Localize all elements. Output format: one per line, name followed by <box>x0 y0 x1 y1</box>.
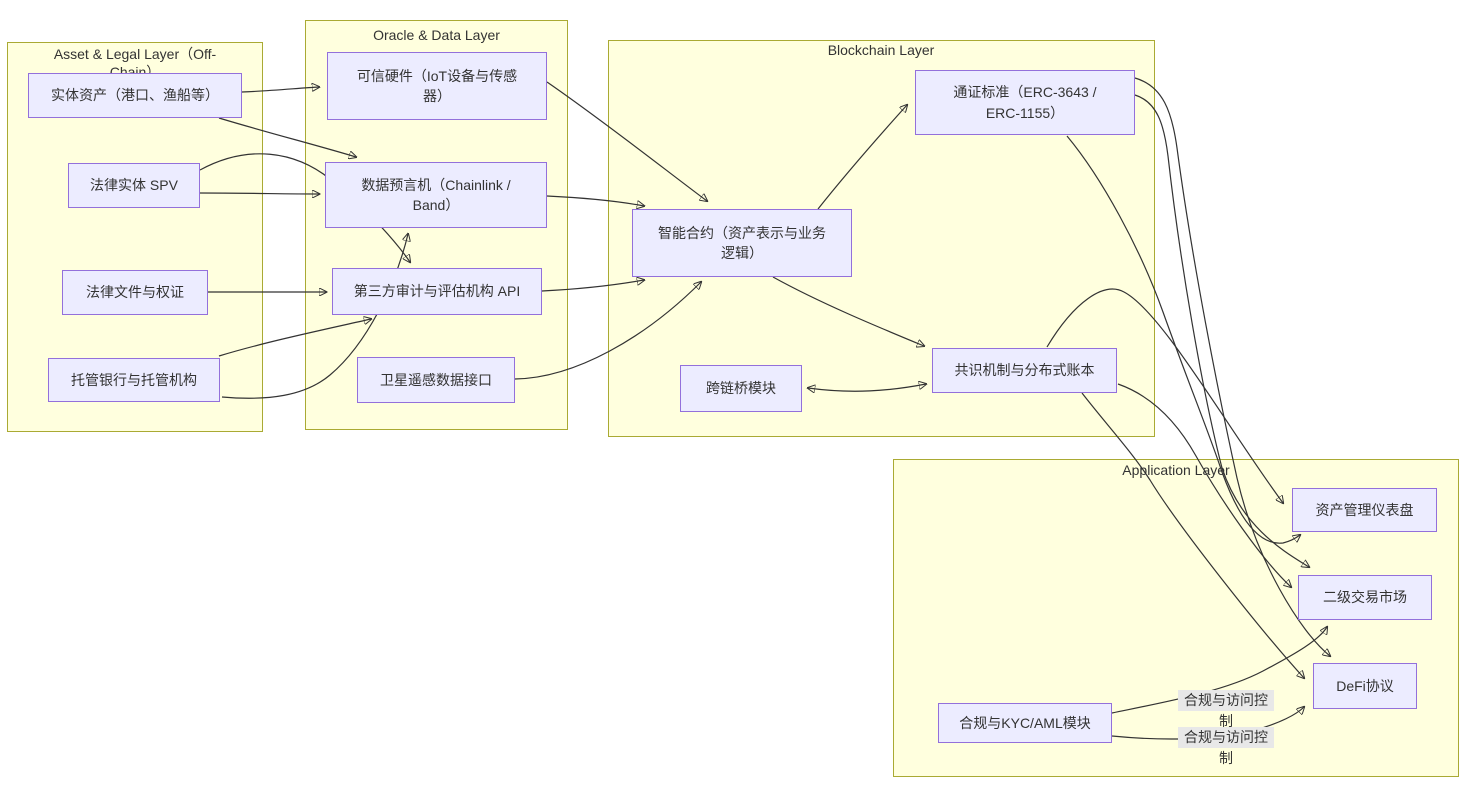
node-satellite: 卫星遥感数据接口 <box>357 357 515 403</box>
node-smart-contract: 智能合约（资产表示与业务逻辑） <box>632 209 852 277</box>
edge-satellite-to-smart-contract <box>514 282 701 380</box>
layer-title-oracle-data: Oracle & Data Layer <box>373 27 500 43</box>
node-legal-docs: 法律文件与权证 <box>62 270 208 315</box>
node-kyc-aml: 合规与KYC/AML模块 <box>938 703 1112 743</box>
node-data-oracle: 数据预言机（Chainlink / Band） <box>325 162 547 228</box>
node-defi-protocol: DeFi协议 <box>1313 663 1417 709</box>
node-physical-asset: 实体资产（港口、渔船等） <box>28 73 242 118</box>
edge-label-compliance-access-control-1: 合规与访问控制 <box>1178 690 1274 729</box>
node-secondary-market: 二级交易市场 <box>1298 575 1432 620</box>
edge-custodian-bank-to-third-party-audit <box>218 319 371 357</box>
node-custodian-bank: 托管银行与托管机构 <box>48 358 220 402</box>
edge-physical-asset-to-trusted-hardware <box>241 87 319 93</box>
node-consensus-ledger: 共识机制与分布式账本 <box>932 348 1117 393</box>
node-cross-chain-bridge: 跨链桥模块 <box>680 365 802 412</box>
node-token-standard: 通证标准（ERC-3643 / ERC-1155） <box>915 70 1135 135</box>
edge-smart-contract-to-token-standard <box>817 105 907 210</box>
edge-consensus-ledger-to-asset-dashboard <box>1046 288 1283 503</box>
edge-third-party-audit-to-smart-contract <box>541 280 644 292</box>
edge-smart-contract-to-consensus-ledger <box>772 276 924 346</box>
edge-consensus-ledger-to-secondary-market <box>1117 383 1291 587</box>
edge-token-standard-to-asset-dashboard <box>1066 135 1300 544</box>
edge-label-compliance-access-control-2: 合规与访问控制 <box>1178 727 1274 766</box>
node-legal-spv: 法律实体 SPV <box>68 163 200 208</box>
edge-consensus-ledger-to-cross-chain-bridge <box>808 384 926 391</box>
edge-data-oracle-to-smart-contract <box>546 195 644 206</box>
edge-legal-spv-to-data-oracle <box>199 193 319 194</box>
edge-trusted-hardware-to-smart-contract <box>546 81 707 201</box>
layer-title-application: Application Layer <box>1122 462 1230 478</box>
edge-consensus-ledger-to-defi-protocol <box>1081 392 1304 678</box>
layer-title-blockchain: Blockchain Layer <box>827 42 935 58</box>
edge-token-standard-to-secondary-market <box>1134 94 1309 567</box>
node-third-party-audit: 第三方审计与评估机构 API <box>332 268 542 315</box>
edge-token-standard-to-defi-protocol <box>1134 77 1330 656</box>
node-asset-dashboard: 资产管理仪表盘 <box>1292 488 1437 532</box>
edge-kyc-aml-to-secondary-market <box>1111 627 1327 714</box>
edge-physical-asset-to-data-oracle <box>218 117 356 157</box>
node-trusted-hardware: 可信硬件（IoT设备与传感器） <box>327 52 547 120</box>
